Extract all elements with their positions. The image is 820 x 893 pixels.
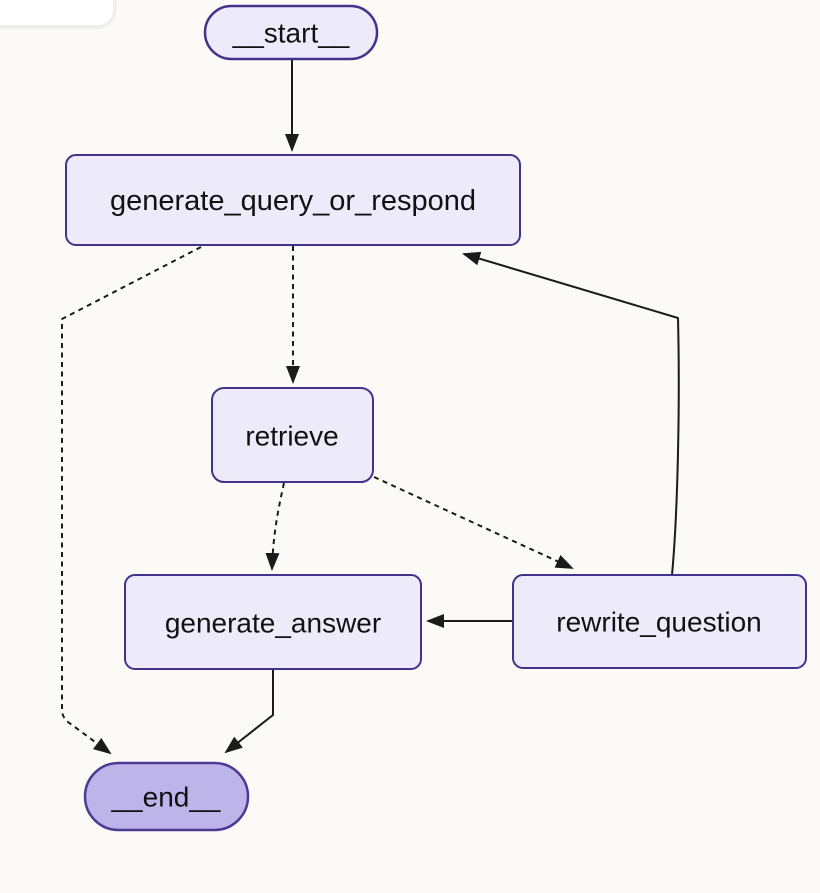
retrieve-node-shape: [211, 387, 374, 483]
rewrite-question-node-label: rewrite_question: [556, 607, 761, 638]
end-node-label: __end__: [110, 782, 220, 813]
generate-query-or-respond-node-shape: [65, 154, 521, 246]
start-node-label: __start__: [232, 18, 350, 49]
generate-answer-node-label: generate_answer: [165, 608, 381, 639]
cropped-card-corner: [0, 0, 116, 28]
retrieve-node-label: retrieve: [245, 421, 338, 452]
edge-generate-answer-to-end: [224, 670, 274, 754]
rewrite-question-node-shape: [512, 574, 807, 669]
start-node-shape: [203, 4, 379, 61]
end-node-shape: [83, 761, 250, 832]
node-end: __end__: [83, 761, 250, 832]
node-rewrite-question: rewrite_question: [512, 574, 807, 669]
generate-answer-node-shape: [124, 574, 422, 670]
edge-generate-query-or-respond-to-end: [61, 246, 202, 755]
node-retrieve: retrieve: [211, 387, 374, 483]
node-generate-query-or-respond: generate_query_or_respond: [65, 154, 521, 246]
edge-retrieve-to-generate-answer: [265, 482, 285, 571]
node-start: __start__: [203, 4, 379, 61]
edge-retrieve-to-rewrite-question: [373, 476, 574, 569]
edge-rewrite-question-to-generate-query-or-respond: [462, 251, 680, 576]
generate-query-or-respond-node-label: generate_query_or_respond: [110, 185, 476, 217]
node-generate-answer: generate_answer: [124, 574, 422, 670]
